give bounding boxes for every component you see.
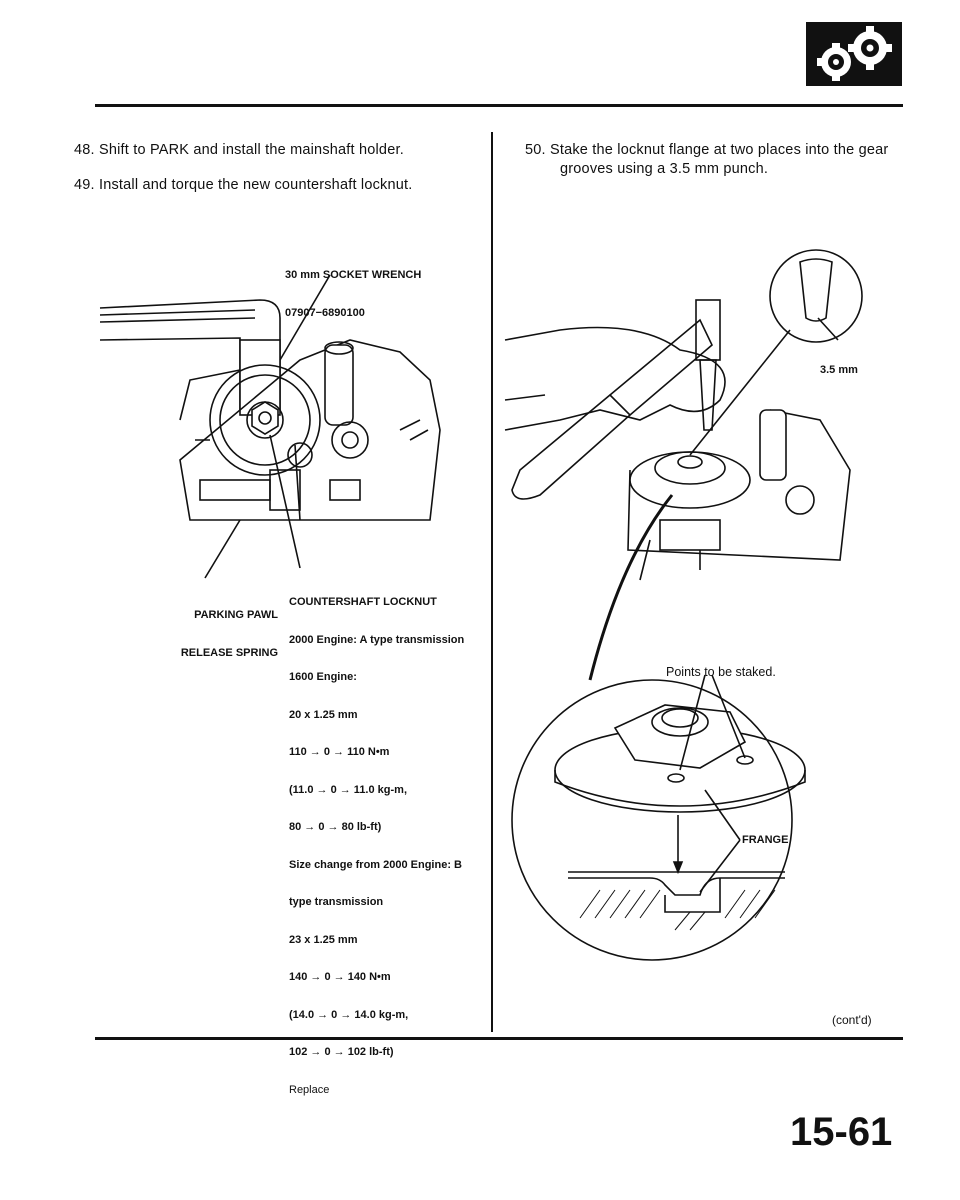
header-rule bbox=[95, 104, 903, 107]
replace-note: Replace bbox=[289, 1083, 330, 1096]
parking-pawl-label: PARKING PAWL RELEASE SPRING bbox=[180, 609, 278, 659]
socket-wrench-label: 30 mm SOCKET WRENCH 07907−6890100 bbox=[285, 269, 422, 319]
transmission-gears-icon bbox=[806, 22, 902, 86]
points-to-be-staked-label: Points to be staked. bbox=[666, 665, 776, 679]
footer-rule bbox=[95, 1037, 903, 1040]
column-divider bbox=[491, 132, 493, 1032]
page-number: 15-61 bbox=[790, 1110, 893, 1154]
punch-size-label: 3.5 mm bbox=[820, 364, 858, 376]
step-49: 49. Install and torque the new countersh… bbox=[74, 177, 413, 193]
flange-label: FRANGE bbox=[742, 834, 789, 846]
step-50-line2: grooves using a 3.5 mm punch. bbox=[560, 161, 769, 177]
continued-note: (cont'd) bbox=[832, 1013, 872, 1027]
countershaft-locknut-spec: COUNTERSHAFT LOCKNUT 2000 Engine: A type… bbox=[289, 596, 465, 1096]
step-50-line1: 50. Stake the locknut flange at two plac… bbox=[525, 142, 889, 158]
step-48: 48. Shift to PARK and install the mainsh… bbox=[74, 142, 404, 158]
